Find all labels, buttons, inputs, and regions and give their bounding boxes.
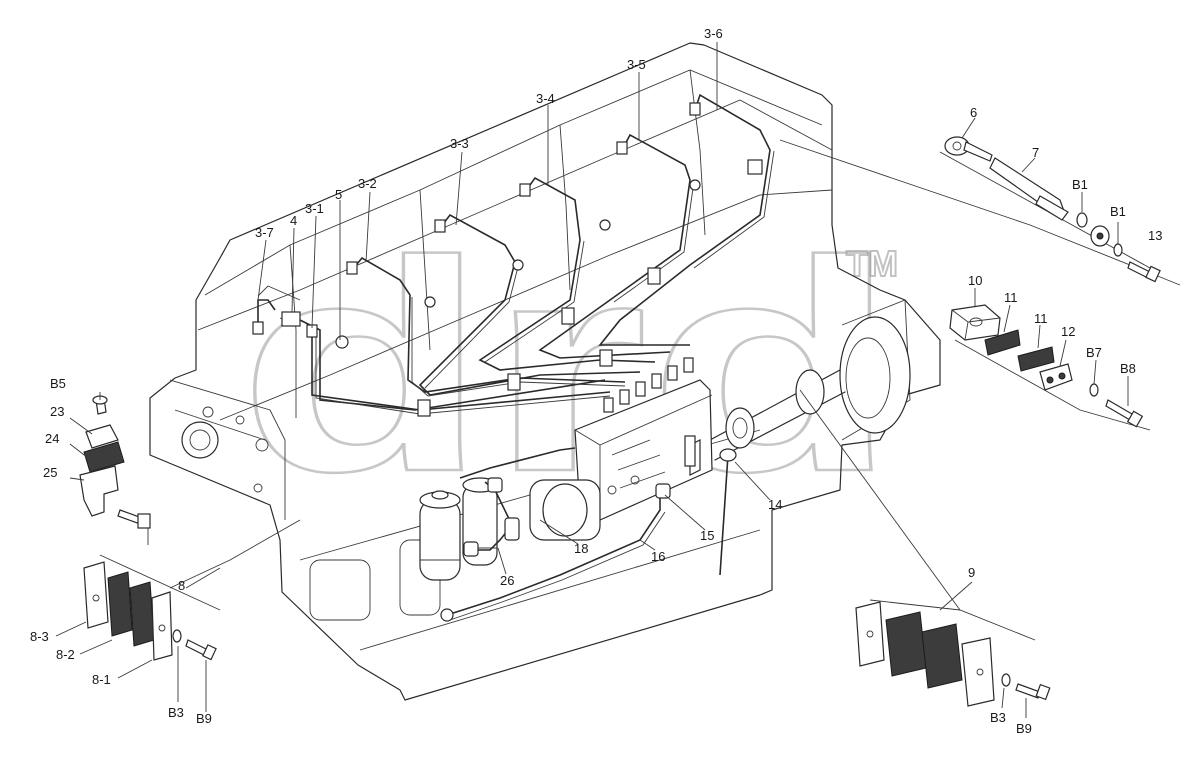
part-labels: 3-6 3-5 3-4 3-3 3-2 5 3-1 4 3-7 6 7 B1 B…	[30, 26, 1162, 736]
label-3-5: 3-5	[627, 57, 646, 72]
label-3-3: 3-3	[450, 136, 469, 151]
leader-lines	[55, 42, 1129, 718]
delivery-valves	[603, 357, 694, 413]
support-bracket-assembly	[949, 304, 1151, 431]
throttle-rod-assembly	[779, 136, 1181, 286]
fuel-line-3-5	[538, 133, 691, 359]
label-8-2: 8-2	[56, 647, 75, 662]
fuel-line-3-6	[598, 93, 771, 346]
label-11-a: 11	[1004, 290, 1018, 305]
label-7: 7	[1032, 145, 1039, 160]
label-B1-a: B1	[1072, 177, 1088, 192]
low-pressure-fuel-lines	[440, 435, 737, 622]
high-pressure-fuel-lines	[252, 93, 775, 417]
label-10: 10	[968, 273, 982, 288]
clamp-assembly-left	[79, 395, 151, 545]
fuel-line-3-2	[351, 256, 626, 393]
label-3-6: 3-6	[704, 26, 723, 41]
label-13: 13	[1148, 228, 1162, 243]
fuel-line-3-4	[478, 176, 656, 371]
label-24: 24	[45, 431, 59, 446]
label-4: 4	[290, 213, 297, 228]
return-line-banjo	[281, 311, 301, 327]
label-B5: B5	[50, 376, 66, 391]
watermark-trademark: TM	[846, 243, 898, 284]
fuel-line-3-1	[311, 330, 611, 411]
fuel-line-18	[459, 447, 576, 479]
label-B9-b: B9	[1016, 721, 1032, 736]
engine-block	[149, 42, 941, 701]
label-14: 14	[768, 497, 782, 512]
label-26: 26	[500, 573, 514, 588]
label-18: 18	[574, 541, 588, 556]
clamp-set-9	[799, 389, 1051, 707]
label-6: 6	[970, 105, 977, 120]
label-5: 5	[335, 187, 342, 202]
fuel-line-3-3	[418, 213, 641, 396]
label-B3-b: B3	[990, 710, 1006, 725]
label-3-4: 3-4	[536, 91, 555, 106]
label-8: 8	[178, 578, 185, 593]
clamp-set-8	[83, 519, 301, 661]
label-11-b: 11	[1034, 311, 1048, 326]
label-3-1: 3-1	[305, 201, 324, 216]
label-23: 23	[50, 404, 64, 419]
label-25: 25	[43, 465, 57, 480]
fuel-line-16	[446, 490, 661, 616]
label-15: 15	[700, 528, 714, 543]
label-16: 16	[651, 549, 665, 564]
label-B1-b: B1	[1110, 204, 1126, 219]
label-B8: B8	[1120, 361, 1136, 376]
label-8-3: 8-3	[30, 629, 49, 644]
label-B9-a: B9	[196, 711, 212, 726]
label-8-1: 8-1	[92, 672, 111, 687]
pipe-14	[719, 454, 729, 576]
pipe-clamps	[417, 159, 763, 417]
label-3-2: 3-2	[358, 176, 377, 191]
label-B7: B7	[1086, 345, 1102, 360]
label-9: 9	[968, 565, 975, 580]
label-3-7: 3-7	[255, 225, 274, 240]
injector-fittings	[252, 102, 701, 349]
label-B3-a: B3	[168, 705, 184, 720]
label-12: 12	[1061, 324, 1075, 339]
